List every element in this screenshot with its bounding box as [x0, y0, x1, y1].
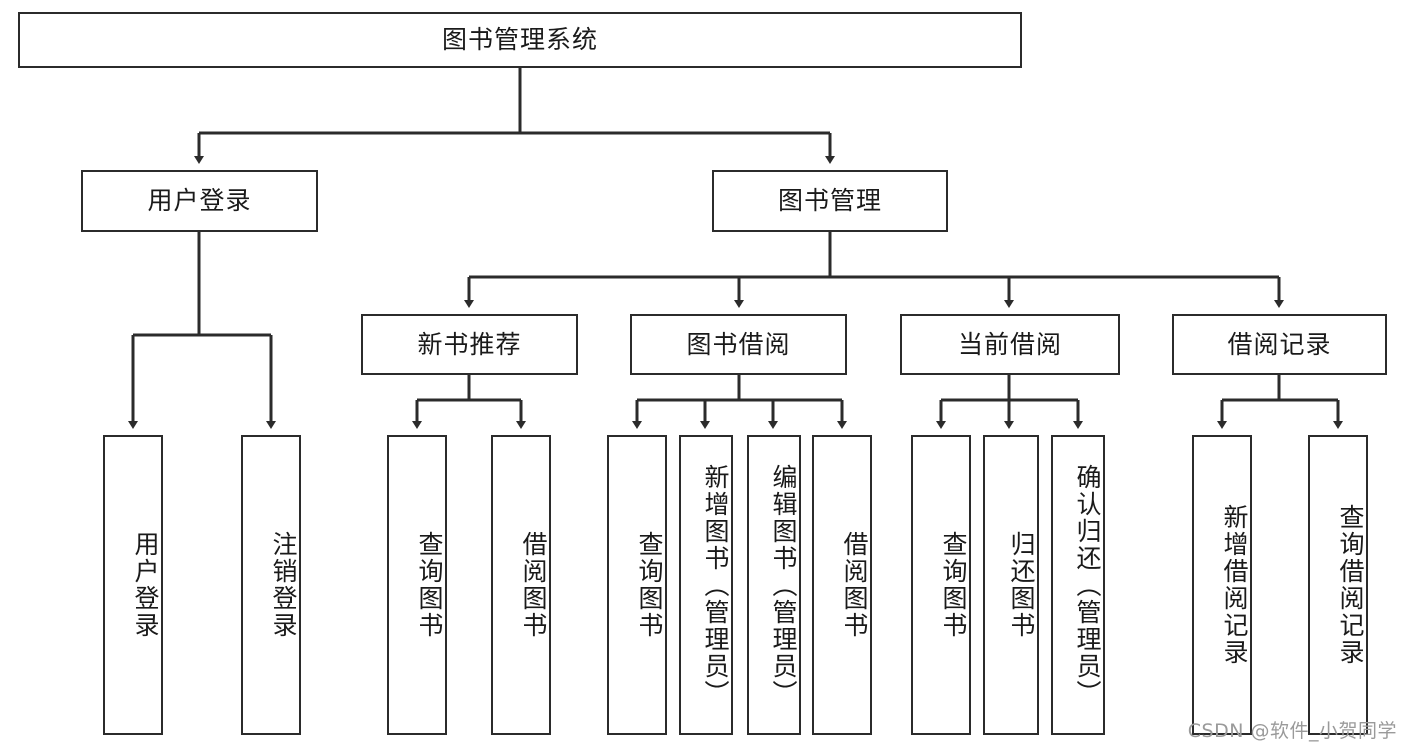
leaf-record-add-record[interactable]: 新增借阅记录 [1192, 435, 1252, 735]
leaf-current-confirm-return-admin-label: 确认归还（管理员） [1073, 463, 1102, 707]
leaf-borrow-borrow-book[interactable]: 借阅图书 [812, 435, 872, 735]
leaf-borrow-add-book-admin[interactable]: 新增图书（管理员） [679, 435, 733, 735]
node-user-login[interactable]: 用户登录 [81, 170, 318, 232]
leaf-recommend-query-book-label: 查询图书 [415, 531, 444, 639]
node-new-book-recommend[interactable]: 新书推荐 [361, 314, 578, 375]
leaf-borrow-query-book[interactable]: 查询图书 [607, 435, 667, 735]
leaf-recommend-borrow-book-label: 借阅图书 [519, 531, 548, 639]
leaf-current-confirm-return-admin[interactable]: 确认归还（管理员） [1051, 435, 1105, 735]
node-book-management[interactable]: 图书管理 [712, 170, 948, 232]
leaf-borrow-add-book-admin-label: 新增图书（管理员） [701, 463, 730, 707]
watermark-text: CSDN @软件_小贺同学 [1187, 720, 1397, 742]
node-new-book-recommend-label: 新书推荐 [417, 329, 522, 359]
leaf-borrow-query-book-label: 查询图书 [635, 531, 664, 639]
leaf-current-query-book-label: 查询图书 [939, 531, 968, 639]
leaf-recommend-query-book[interactable]: 查询图书 [387, 435, 447, 735]
node-root-label: 图书管理系统 [441, 25, 598, 55]
node-borrow-record-label: 借阅记录 [1227, 329, 1332, 359]
leaf-user-login-login[interactable]: 用户登录 [103, 435, 163, 735]
node-borrow-record[interactable]: 借阅记录 [1172, 314, 1387, 375]
node-book-borrow-label: 图书借阅 [686, 329, 791, 359]
leaf-current-query-book[interactable]: 查询图书 [911, 435, 971, 735]
node-book-borrow[interactable]: 图书借阅 [630, 314, 847, 375]
leaf-current-return-book-label: 归还图书 [1007, 531, 1036, 639]
node-current-borrow-label: 当前借阅 [957, 329, 1062, 359]
leaf-record-query-record-label: 查询借阅记录 [1336, 504, 1365, 666]
leaf-user-login-logout[interactable]: 注销登录 [241, 435, 301, 735]
leaf-user-login-logout-label: 注销登录 [269, 531, 298, 639]
leaf-borrow-edit-book-admin[interactable]: 编辑图书（管理员） [747, 435, 801, 735]
leaf-record-add-record-label: 新增借阅记录 [1220, 504, 1249, 666]
leaf-recommend-borrow-book[interactable]: 借阅图书 [491, 435, 551, 735]
leaf-user-login-login-label: 用户登录 [131, 531, 160, 639]
node-root[interactable]: 图书管理系统 [18, 12, 1022, 68]
node-current-borrow[interactable]: 当前借阅 [900, 314, 1120, 375]
leaf-current-return-book[interactable]: 归还图书 [983, 435, 1039, 735]
node-user-login-label: 用户登录 [147, 186, 252, 216]
node-book-management-label: 图书管理 [777, 186, 882, 216]
leaf-record-query-record[interactable]: 查询借阅记录 [1308, 435, 1368, 735]
leaf-borrow-edit-book-admin-label: 编辑图书（管理员） [769, 463, 798, 707]
leaf-borrow-borrow-book-label: 借阅图书 [840, 531, 869, 639]
